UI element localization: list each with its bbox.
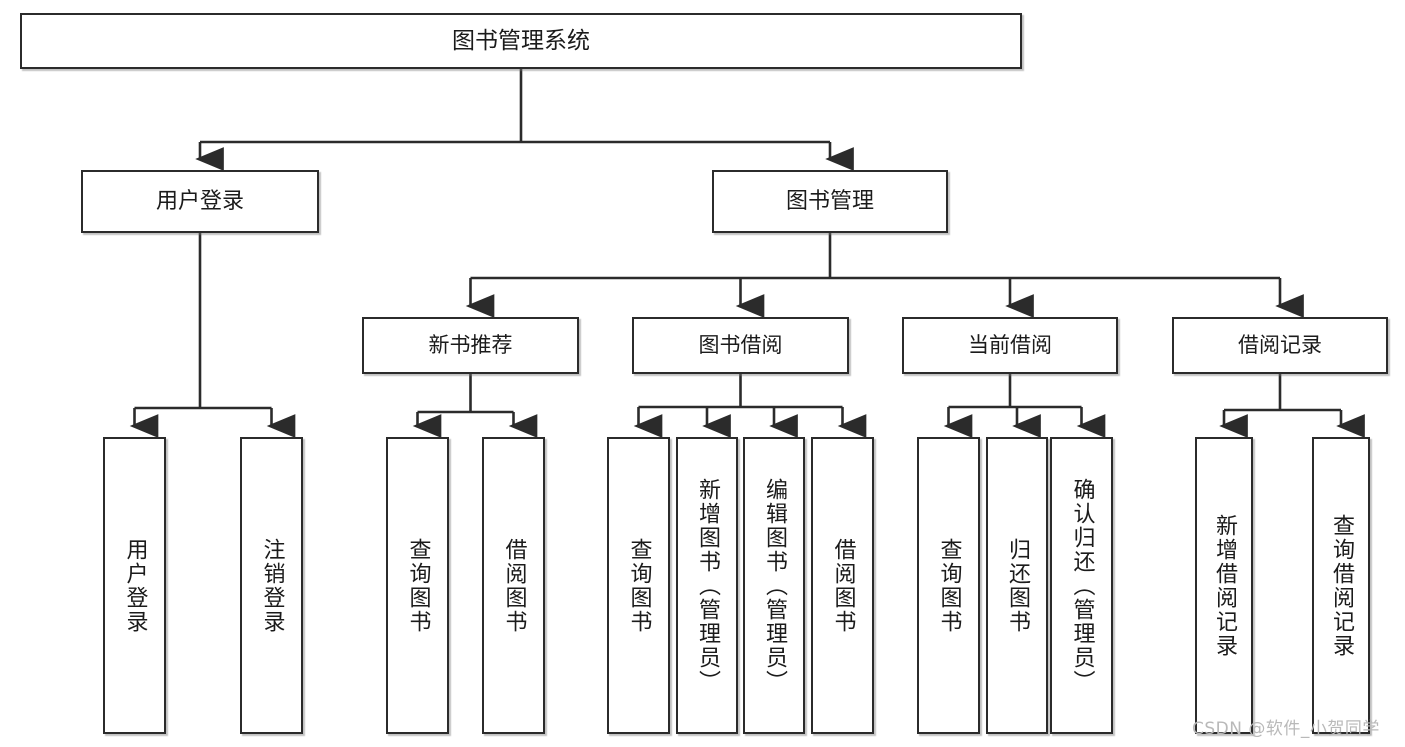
node-book-borrow-label: 图书借阅 <box>698 333 783 358</box>
node-leaf-query-book-3[interactable]: 查询图书 <box>917 437 980 734</box>
node-leaf-confirm-return-admin-label: 确认归还（管理员） <box>1069 477 1095 694</box>
node-leaf-borrow-book-1[interactable]: 借阅图书 <box>482 437 545 734</box>
node-leaf-borrow-book-1-label: 借阅图书 <box>501 537 527 634</box>
node-leaf-logout-label: 注销登录 <box>259 537 285 634</box>
node-leaf-confirm-return-admin[interactable]: 确认归还（管理员） <box>1050 437 1113 734</box>
node-leaf-add-record-label: 新增借阅记录 <box>1212 513 1237 658</box>
node-leaf-borrow-book-2-label: 借阅图书 <box>830 537 856 634</box>
csdn-watermark: CSDN @软件_小贺同学 <box>1192 719 1380 739</box>
node-leaf-query-book-1[interactable]: 查询图书 <box>386 437 449 734</box>
node-leaf-return-book-label: 归还图书 <box>1005 537 1030 634</box>
node-leaf-query-book-3-label: 查询图书 <box>936 537 962 634</box>
node-current-borrow-label: 当前借阅 <box>968 333 1052 358</box>
node-book-borrow[interactable]: 图书借阅 <box>632 317 849 374</box>
node-root-label: 图书管理系统 <box>452 27 590 54</box>
node-leaf-user-login-label: 用户登录 <box>122 537 148 634</box>
node-leaf-edit-book-admin[interactable]: 编辑图书（管理员） <box>743 437 805 734</box>
node-leaf-add-record[interactable]: 新增借阅记录 <box>1195 437 1253 734</box>
node-user-login-label: 用户登录 <box>155 188 244 214</box>
node-new-book-recommend[interactable]: 新书推荐 <box>362 317 579 374</box>
node-borrow-record[interactable]: 借阅记录 <box>1172 317 1388 374</box>
node-leaf-borrow-book-2[interactable]: 借阅图书 <box>811 437 874 734</box>
node-new-book-recommend-label: 新书推荐 <box>428 333 513 358</box>
node-book-management[interactable]: 图书管理 <box>712 170 948 233</box>
node-user-login[interactable]: 用户登录 <box>81 170 319 233</box>
node-leaf-logout[interactable]: 注销登录 <box>240 437 303 734</box>
node-leaf-query-book-2[interactable]: 查询图书 <box>607 437 670 734</box>
node-root[interactable]: 图书管理系统 <box>20 13 1022 69</box>
node-borrow-record-label: 借阅记录 <box>1238 333 1322 358</box>
node-current-borrow[interactable]: 当前借阅 <box>902 317 1118 374</box>
node-leaf-query-book-1-label: 查询图书 <box>405 537 431 634</box>
node-leaf-user-login[interactable]: 用户登录 <box>103 437 166 734</box>
node-book-management-label: 图书管理 <box>785 188 874 214</box>
node-leaf-add-book-admin-label: 新增图书（管理员） <box>695 477 720 694</box>
node-leaf-query-record-label: 查询借阅记录 <box>1329 513 1354 658</box>
node-leaf-query-book-2-label: 查询图书 <box>626 537 652 634</box>
node-leaf-query-record[interactable]: 查询借阅记录 <box>1312 437 1370 734</box>
node-leaf-return-book[interactable]: 归还图书 <box>986 437 1048 734</box>
node-leaf-add-book-admin[interactable]: 新增图书（管理员） <box>676 437 738 734</box>
node-leaf-edit-book-admin-label: 编辑图书（管理员） <box>762 477 787 694</box>
